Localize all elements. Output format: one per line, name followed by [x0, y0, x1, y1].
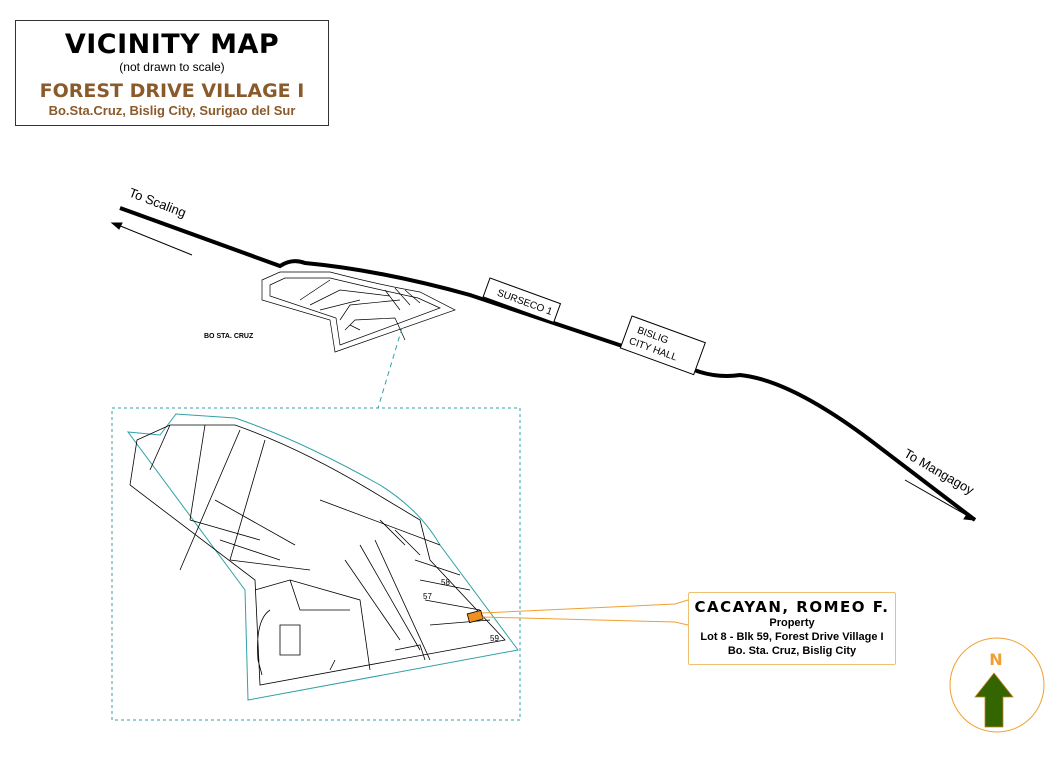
north-arrow: N: [949, 637, 1045, 733]
arrow-up-icon: [974, 672, 1014, 728]
callout-leader: [481, 599, 689, 626]
village-location: Bo.Sta.Cruz, Bislig City, Surigao del Su…: [48, 103, 296, 118]
north-label: N: [989, 650, 1002, 669]
property-address: Bo. Sta. Cruz, Bislig City: [727, 645, 857, 657]
arrow-to-mangagoy: [904, 479, 976, 521]
block-label-59: 59: [490, 634, 499, 643]
title-block: VICINITY MAP (not drawn to scale) FOREST…: [15, 20, 329, 126]
arrow-to-scaling: [110, 222, 193, 256]
main-road: [119, 206, 977, 522]
inset-connector: [377, 327, 403, 409]
label-bo-sta-cruz: BO STA. CRUZ: [204, 333, 254, 340]
inset-frame: [111, 407, 521, 721]
landmark-city-hall: BISLIG CITY HALL: [619, 315, 706, 376]
subdivision-detail: 58 57 59: [126, 413, 519, 701]
property-lot: Lot 8 - Blk 59, Forest Drive Village I: [700, 631, 884, 643]
landmark-surseco: SURSECO 1: [482, 277, 562, 324]
map-title: VICINITY MAP: [64, 29, 280, 60]
block-label-58: 58: [441, 578, 450, 587]
map-subtitle: (not drawn to scale): [119, 60, 225, 74]
property-callout: CACAYAN, ROMEO F. Property Lot 8 - Blk 5…: [688, 592, 896, 665]
block-label-57: 57: [423, 592, 432, 601]
owner-name: CACAYAN, ROMEO F.: [694, 598, 890, 616]
property-type: Property: [769, 617, 815, 629]
subdivision-overview: [261, 271, 456, 353]
village-name: FOREST DRIVE VILLAGE I: [39, 80, 305, 102]
property-lot-marker: [466, 609, 484, 624]
